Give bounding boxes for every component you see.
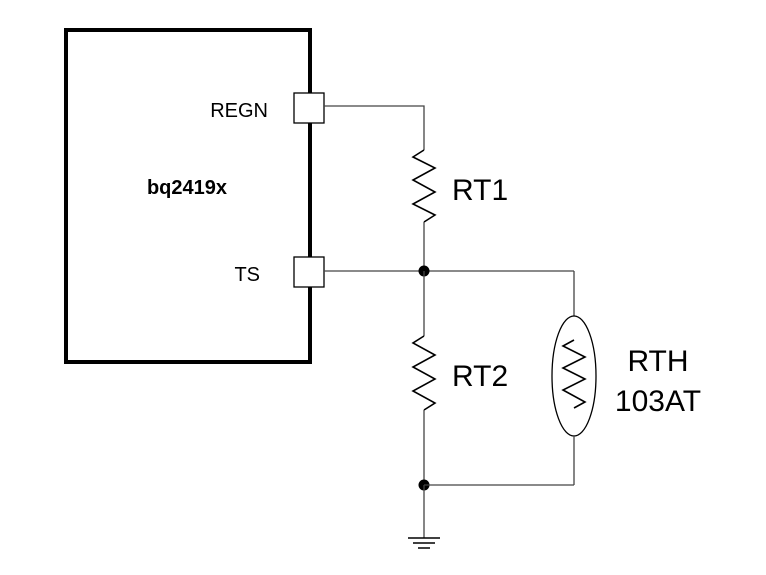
wire-regn-rt1 xyxy=(324,105,425,150)
ic-body xyxy=(64,28,312,364)
rth-part-number: 103AT xyxy=(615,385,701,418)
rt1-resistor-symbol xyxy=(411,149,437,223)
ground-icon xyxy=(408,537,440,549)
regn-pin-label: REGN xyxy=(210,100,268,122)
thermistor-body xyxy=(551,315,597,437)
rt1-label: RT1 xyxy=(452,174,508,207)
rth-label: RTH xyxy=(627,345,688,378)
rt2-resistor-symbol xyxy=(411,335,437,411)
ic-name: bq2419x xyxy=(147,177,227,199)
ts-pin xyxy=(293,256,325,288)
rt2-label: RT2 xyxy=(452,360,508,393)
rth-thermistor-symbol xyxy=(561,339,587,409)
regn-pin xyxy=(293,92,325,124)
ts-pin-label: TS xyxy=(234,264,260,286)
